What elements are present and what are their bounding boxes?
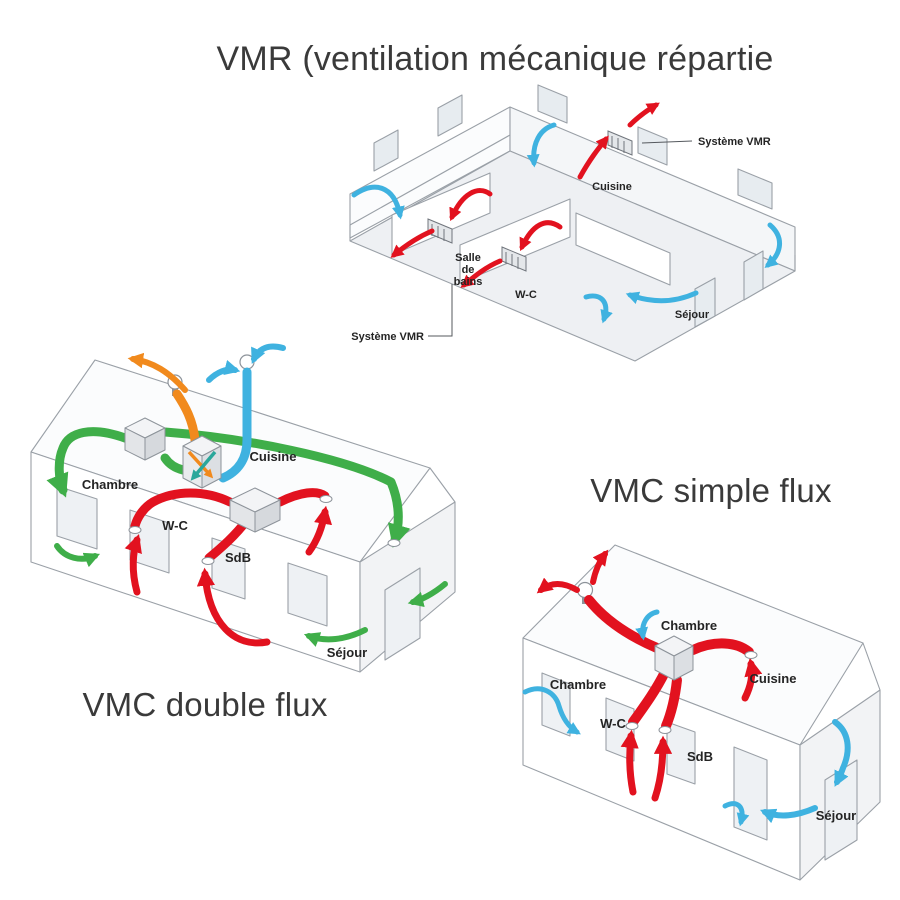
vmr-labels: Système VMR Système VMR Cuisine Salle de… [351, 136, 771, 343]
label-chambre-upper: Chambre [661, 618, 717, 633]
simple-flux-fresh-air-arrows [522, 609, 851, 827]
label-cuisine: Cuisine [250, 449, 297, 464]
label-cuisine: Cuisine [750, 671, 797, 686]
double-flux-duct-collars [128, 495, 401, 565]
label-sejour: Séjour [816, 808, 856, 823]
vmc-double-flux-diagram: Chambre Cuisine W-C SdB Séjour [30, 343, 456, 673]
label-salle-1: Salle [455, 252, 481, 264]
simple-flux-extract-unit [654, 635, 694, 681]
vmc-simple-flux-diagram: Chambre Chambre Cuisine W-C SdB Séjour [522, 544, 881, 881]
exchanger-orange-arrow [187, 450, 214, 479]
double-flux-caption: VMC double flux [82, 686, 328, 723]
double-flux-exhaust-duct [127, 352, 200, 445]
double-flux-supply-unit [124, 417, 166, 461]
double-flux-heat-exchanger [182, 435, 222, 489]
double-flux-supply-ducts [46, 427, 448, 647]
label-cuisine: Cuisine [592, 181, 632, 193]
label-salle-2: de [462, 264, 475, 276]
vmr-extract-arrows [390, 102, 660, 288]
vmr-house-structure [349, 84, 796, 362]
label-sejour: Séjour [675, 309, 710, 321]
label-sdb: SdB [687, 749, 713, 764]
label-sdb: SdB [225, 550, 251, 565]
label-systeme-vmr-bottom: Système VMR [351, 331, 424, 343]
exchanger-teal-arrow [190, 450, 217, 481]
double-flux-labels: Chambre Cuisine W-C SdB Séjour [82, 449, 367, 660]
double-flux-extract-unit [229, 487, 281, 533]
simple-flux-extract-ducts [536, 549, 763, 802]
label-wc: W-C [600, 716, 626, 731]
vmr-unit-bathroom [427, 218, 453, 244]
simple-flux-house-structure [522, 544, 881, 881]
label-wc: W-C [515, 289, 537, 301]
simple-flux-duct-collars [625, 651, 758, 734]
label-salle-3: bains [454, 276, 483, 288]
label-chambre: Chambre [82, 477, 138, 492]
vmr-unit-wc [501, 246, 527, 272]
label-systeme-vmr-top: Système VMR [698, 136, 771, 148]
vmr-fresh-air-arrows [351, 122, 782, 324]
label-sejour: Séjour [327, 645, 367, 660]
simple-flux-caption: VMC simple flux [590, 472, 832, 509]
vmr-leader-lines [428, 140, 693, 337]
vmr-diagram: Système VMR Système VMR Cuisine Salle de… [349, 84, 796, 362]
double-flux-intake-duct [206, 343, 286, 483]
simple-flux-labels: Chambre Chambre Cuisine W-C SdB Séjour [550, 618, 856, 823]
label-chambre-left: Chambre [550, 677, 606, 692]
label-wc: W-C [162, 518, 188, 533]
main-title: VMR (ventilation mécanique répartie [216, 40, 774, 78]
